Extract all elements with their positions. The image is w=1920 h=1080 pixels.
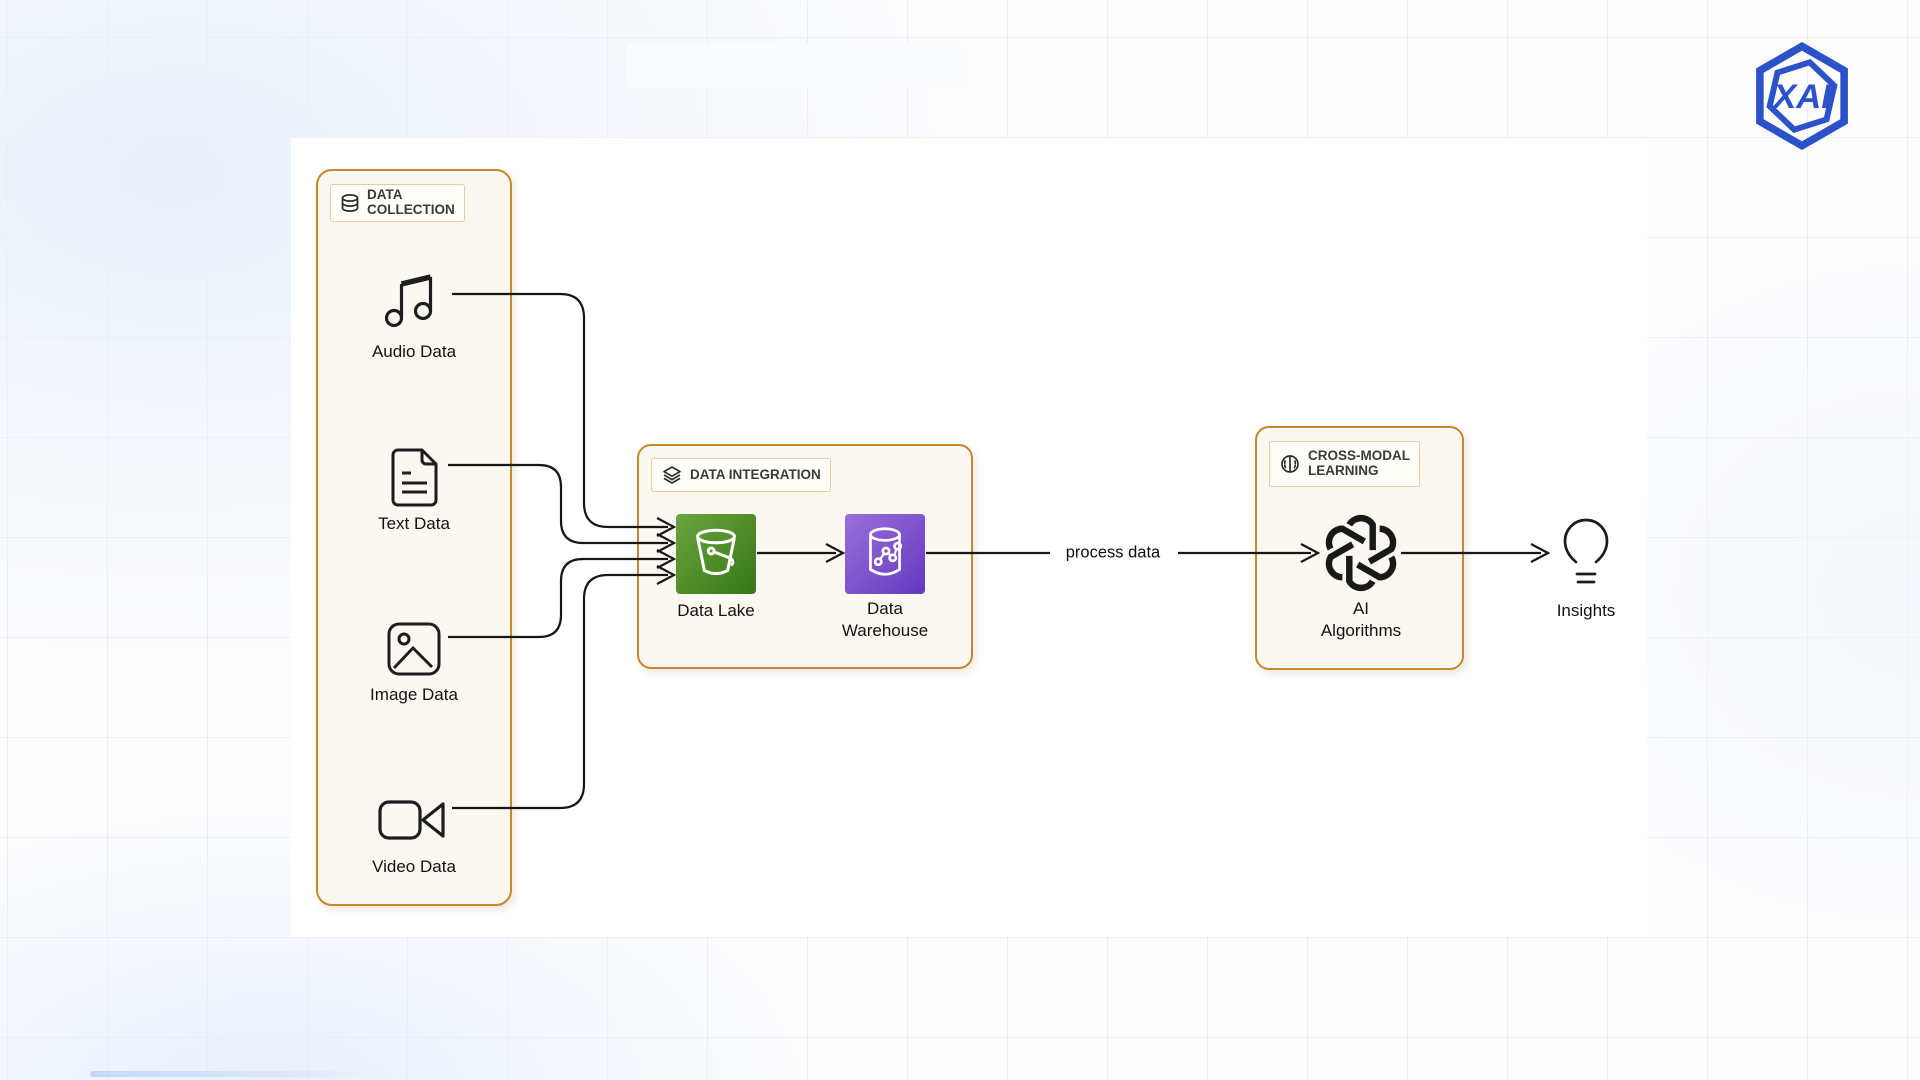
lightbulb-icon xyxy=(1560,516,1612,599)
logo-text: XAI xyxy=(1771,78,1832,116)
node-label-ai-algorithms: AI Algorithms xyxy=(1320,599,1402,640)
node-label-insights: Insights xyxy=(1556,601,1616,620)
cylinder-chart-icon xyxy=(854,521,916,588)
edge-label-process-data: process data xyxy=(1065,543,1161,562)
database-icon xyxy=(340,193,360,213)
node-label-data-lake: Data Lake xyxy=(677,601,755,620)
openai-logo-icon xyxy=(1322,514,1400,597)
node-label-image-data: Image Data xyxy=(370,685,458,704)
group-header-data-collection: DATA COLLECTION xyxy=(330,184,465,222)
brain-icon xyxy=(1279,453,1301,475)
hexagon-logo-icon: XAI xyxy=(1748,41,1856,151)
node-label-text-data: Text Data xyxy=(378,514,450,533)
group-header-data-integration: DATA INTEGRATION xyxy=(651,458,831,492)
group-header-cross-modal-learning: CROSS-MODAL LEARNING xyxy=(1269,441,1420,487)
bottom-accent-strip xyxy=(90,1071,382,1077)
group-title: DATA INTEGRATION xyxy=(690,466,821,482)
data-lake-tile xyxy=(676,514,756,594)
bucket-icon xyxy=(685,521,747,588)
node-label-video-data: Video Data xyxy=(372,857,456,876)
node-label-audio-data: Audio Data xyxy=(371,342,457,361)
canvas-top-highlight xyxy=(627,44,963,88)
group-title: DATA COLLECTION xyxy=(367,187,455,217)
video-camera-icon xyxy=(377,797,447,848)
group-title: CROSS-MODAL LEARNING xyxy=(1308,448,1410,478)
data-warehouse-tile xyxy=(845,514,925,594)
music-note-icon xyxy=(382,264,446,335)
layers-icon xyxy=(661,464,683,486)
document-icon xyxy=(386,447,442,512)
image-icon xyxy=(385,620,443,683)
node-label-data-warehouse: Data Warehouse xyxy=(841,599,929,640)
